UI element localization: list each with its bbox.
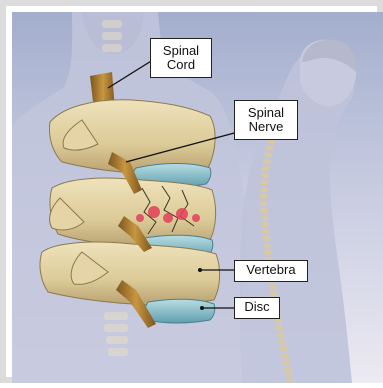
leader-dot-vertebra	[198, 268, 202, 272]
label-spinal-cord: Spinal Cord	[150, 38, 212, 78]
disc-lower	[145, 299, 215, 323]
diagram-canvas: Spinal Cord Spinal Nerve Vertebra Disc	[12, 12, 383, 383]
leader-dot-disc	[200, 306, 204, 310]
label-spinal-nerve-line1: Spinal	[248, 106, 284, 120]
label-spinal-cord-line2: Cord	[167, 58, 195, 72]
label-spinal-nerve-line2: Nerve	[249, 120, 284, 134]
label-spinal-cord-line1: Spinal	[163, 44, 199, 58]
label-vertebra: Vertebra	[234, 260, 308, 282]
label-disc: Disc	[234, 297, 280, 319]
label-spinal-nerve: Spinal Nerve	[234, 100, 298, 140]
